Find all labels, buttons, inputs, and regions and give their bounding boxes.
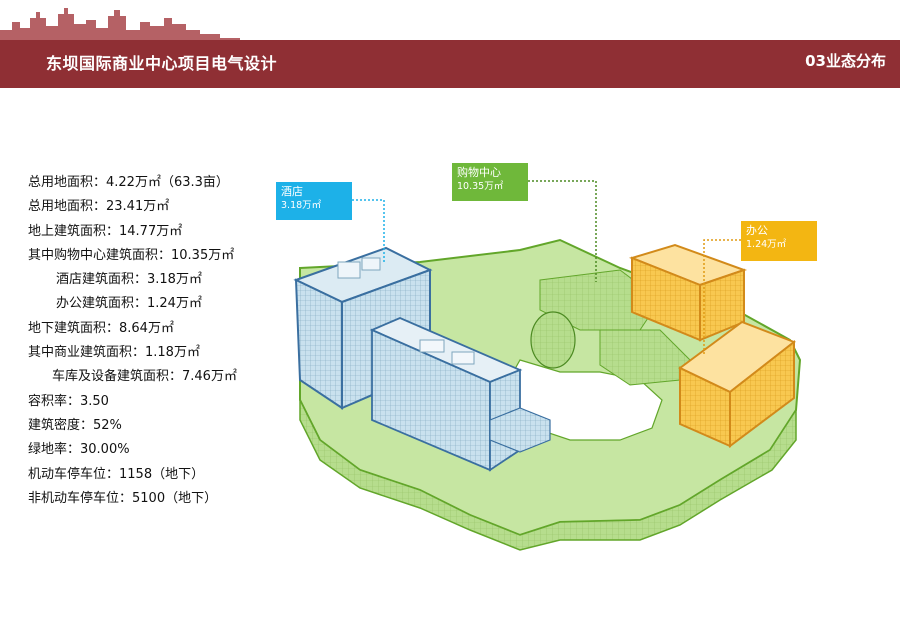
page-title: 东坝国际商业中心项目电气设计 [46,54,278,73]
office-callout-label: 办公 [746,224,768,237]
office-tower-front [678,320,797,448]
stat-above-ground: 地上建筑面积：14.77万㎡ [28,223,183,239]
hotel-annex [369,317,551,472]
stat-office-area: 办公建筑面积：1.24万㎡ [56,296,202,312]
mall-callout-area: 10.35万㎡ [457,181,504,192]
stat-car-parking: 机动车停车位：1158（地下） [28,466,205,482]
stat-plot-ratio: 容积率：3.50 [28,393,109,409]
section-title: 03业态分布 [805,52,886,70]
header-bar [0,40,900,88]
stat-green-ratio: 绿地率：30.00% [28,442,130,458]
mall-callout: 购物中心 10.35万㎡ [452,163,528,201]
hotel-callout-area: 3.18万㎡ [281,200,322,211]
stat-building-density: 建筑密度：52% [28,417,122,433]
stat-total-land: 总用地面积：4.22万㎡（63.3亩） [28,175,229,190]
hotel-leader-line [352,199,385,262]
stat-garage-area: 车库及设备建筑面积：7.46万㎡ [52,369,237,385]
project-stats-list: 总用地面积：4.22万㎡（63.3亩） 总用地面积：23.41万㎡ 地上建筑面积… [28,171,237,511]
skyline-banner-graphic [0,8,240,44]
office-leader-line [703,239,741,300]
stat-underground: 地下建筑面积：8.64万㎡ [28,320,174,336]
office-tower-rear [628,243,748,342]
stat-total-land-2: 总用地面积：23.41万㎡ [28,199,170,215]
mall-callout-label: 购物中心 [457,166,501,179]
office-callout: 办公 1.24万㎡ [741,221,817,261]
stat-bike-parking: 非机动车停车位：5100（地下） [28,490,218,506]
hotel-callout-label: 酒店 [281,185,303,198]
hotel-callout: 酒店 3.18万㎡ [276,182,352,220]
mall-leader-line [528,180,597,282]
stat-hotel-area: 酒店建筑面积：3.18万㎡ [56,272,202,288]
mall-podium-front [299,399,797,551]
office-callout-area: 1.24万㎡ [746,239,787,250]
stat-underground-commercial: 其中商业建筑面积：1.18万㎡ [28,345,200,361]
stat-mall-area: 其中购物中心建筑面积：10.35万㎡ [28,247,235,263]
